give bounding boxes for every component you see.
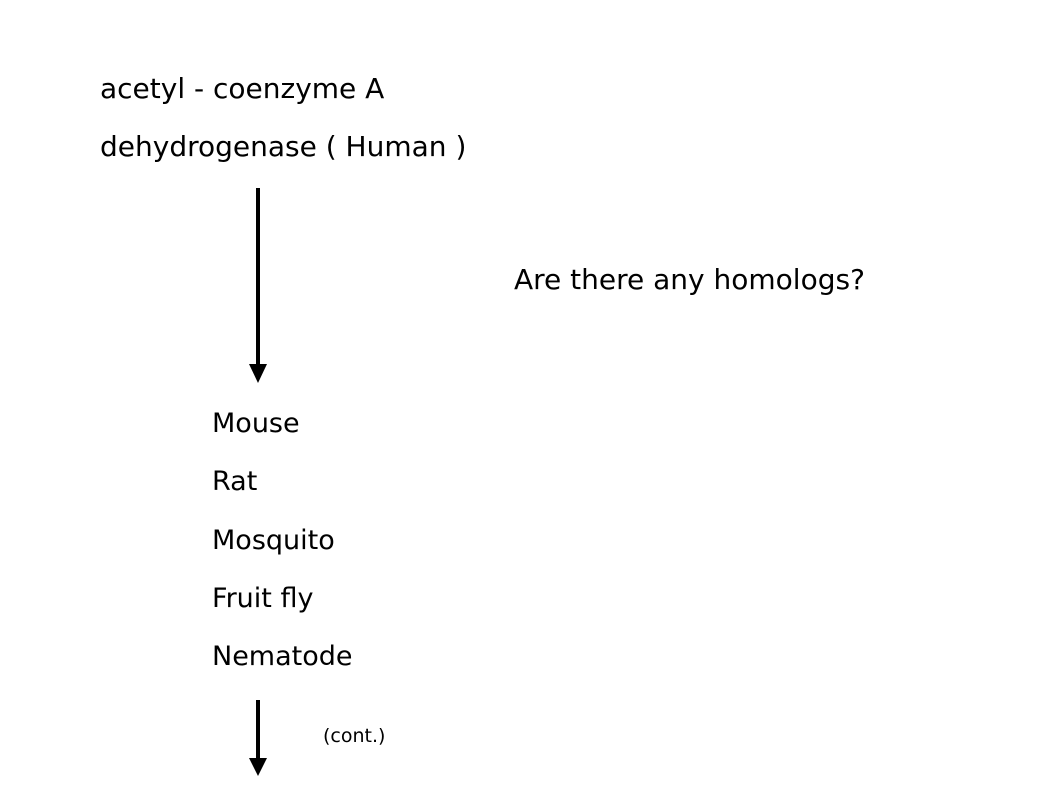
title-line-2: dehydrogenase ( Human ) — [100, 130, 467, 163]
continuation-note: (cont.) — [323, 725, 386, 747]
list-item: Rat — [212, 466, 258, 497]
list-item: Mosquito — [212, 525, 335, 556]
list-item: Fruit fly — [212, 583, 314, 614]
continuation-arrow-icon — [249, 700, 267, 776]
down-arrow-icon — [249, 188, 267, 383]
homolog-question: Are there any homologs? — [514, 263, 865, 296]
title-line-1: acetyl - coenzyme A — [100, 72, 385, 105]
list-item: Nematode — [212, 641, 353, 672]
list-item: Mouse — [212, 408, 300, 439]
